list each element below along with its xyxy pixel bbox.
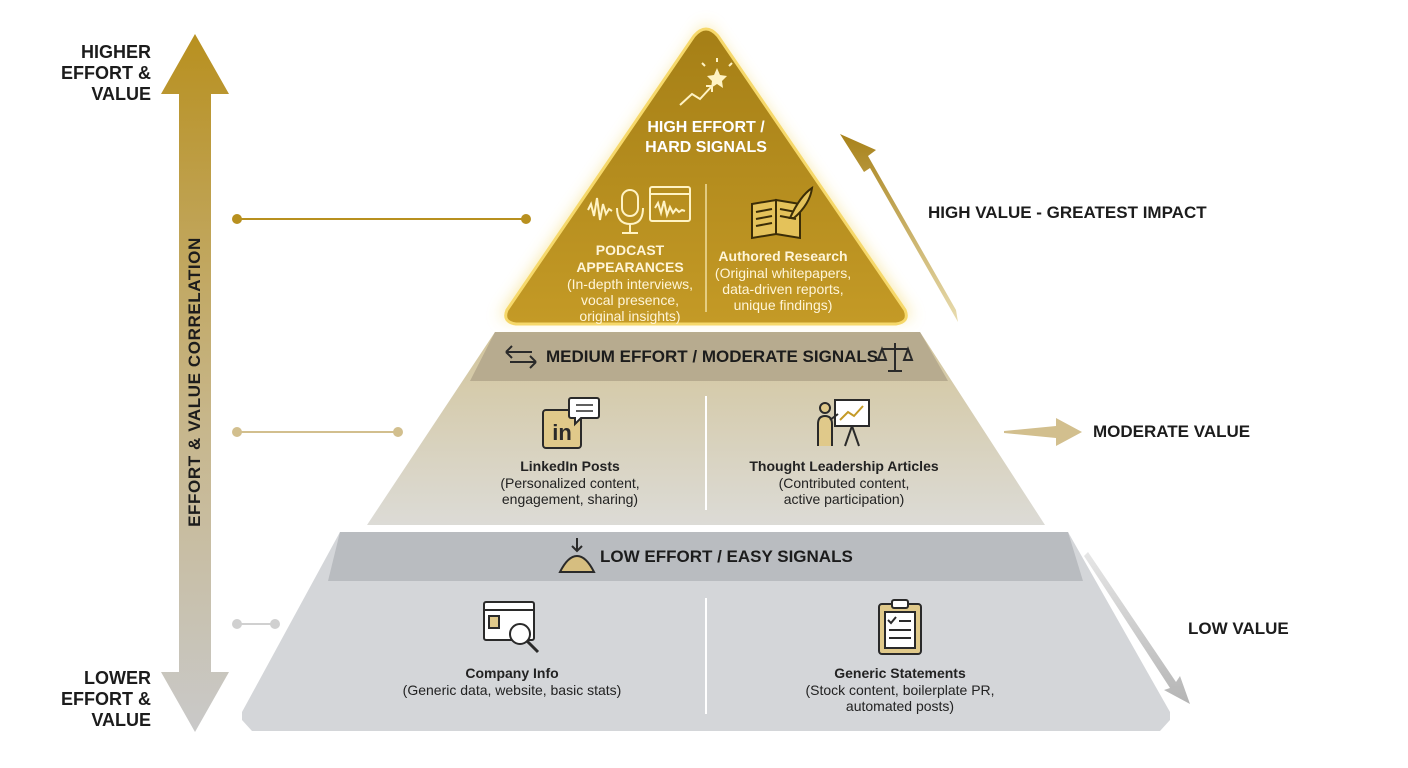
- tier-connector-high: [232, 214, 531, 224]
- thought-leadership-desc-line2: active participation): [783, 491, 905, 507]
- moderate-value-arrow: [1004, 418, 1082, 446]
- axis-title: EFFORT & VALUE CORRELATION: [185, 237, 204, 527]
- medium-tier-title: MEDIUM EFFORT / MODERATE SIGNALS: [546, 347, 879, 366]
- moderate-value-label: MODERATE VALUE: [1093, 422, 1251, 441]
- research-title: Authored Research: [718, 248, 848, 264]
- tier-connector-low: [232, 619, 280, 629]
- rising-star-icon: [679, 58, 733, 106]
- linkedin-desc-line1: (Personalized content,: [500, 475, 640, 491]
- company-info-title: Company Info: [465, 665, 559, 681]
- generic-statements-desc-line1: (Stock content, boilerplate PR,: [805, 682, 995, 698]
- high-tier-title-line1: HIGH EFFORT /: [647, 119, 765, 136]
- podcast-desc-line1: (In-depth interviews,: [566, 276, 694, 292]
- research-desc-line2: data-driven reports,: [722, 281, 844, 297]
- linkedin-desc-line2: engagement, sharing): [501, 491, 639, 507]
- low-tier-shape: [242, 532, 1170, 731]
- effort-axis-arrow: [161, 34, 229, 732]
- clipboard-checklist-icon: [878, 599, 922, 655]
- higher-label-line2: EFFORT &: [61, 63, 151, 83]
- linkedin-title: LinkedIn Posts: [520, 458, 620, 474]
- tier-connector-medium: [232, 427, 403, 437]
- generic-statements-desc-line2: automated posts): [845, 698, 955, 714]
- low-value-arrow: [1084, 552, 1190, 704]
- thought-leadership-item: Thought Leadership Articles (Contributed…: [734, 458, 954, 507]
- research-desc-line1: (Original whitepapers,: [714, 265, 852, 281]
- higher-label-line3: VALUE: [91, 84, 151, 104]
- high-tier-title-line2: HARD SIGNALS: [645, 139, 767, 156]
- podcast-title-line2: APPEARANCES: [576, 259, 684, 275]
- presenter-board-icon: [817, 399, 870, 447]
- authored-research-item: Authored Research (Original whitepapers,…: [708, 248, 858, 313]
- high-tier-title: HIGH EFFORT / HARD SIGNALS: [606, 118, 806, 158]
- linkedin-posts-item: LinkedIn Posts (Personalized content, en…: [470, 458, 670, 507]
- lower-label-line2: EFFORT &: [61, 689, 151, 709]
- podcast-microphone-icon: [587, 186, 691, 234]
- low-value-label: LOW VALUE: [1188, 619, 1289, 638]
- generic-statements-title: Generic Statements: [834, 665, 966, 681]
- linkedin-chat-icon: in: [542, 397, 600, 449]
- lower-label-line1: LOWER: [84, 668, 151, 688]
- podcast-appearances-item: PODCAST APPEARANCES (In-depth interviews…: [560, 242, 700, 324]
- thought-leadership-desc-line1: (Contributed content,: [778, 475, 910, 491]
- sand-pile-arrow-icon: [558, 538, 596, 573]
- balance-scale-icon: [876, 343, 914, 372]
- podcast-desc-line2: vocal presence,: [580, 292, 680, 308]
- exchange-arrows-icon: [505, 345, 537, 369]
- high-value-label: HIGH VALUE - GREATEST IMPACT: [928, 203, 1207, 222]
- higher-label-line1: HIGHER: [80, 42, 151, 62]
- lower-label-line3: VALUE: [91, 710, 151, 730]
- podcast-desc-line3: original insights): [579, 308, 681, 324]
- generic-statements-item: Generic Statements (Stock content, boile…: [790, 665, 1010, 714]
- company-info-item: Company Info (Generic data, website, bas…: [392, 665, 632, 698]
- browser-search-icon: [483, 601, 540, 654]
- company-info-desc: (Generic data, website, basic stats): [402, 682, 622, 698]
- research-desc-line3: unique findings): [733, 297, 833, 313]
- medium-tier-shape: [367, 332, 1045, 525]
- svg-text:in: in: [552, 420, 572, 445]
- low-tier-title: LOW EFFORT / EASY SIGNALS: [600, 547, 853, 566]
- higher-effort-label: HIGHER EFFORT & VALUE: [40, 42, 151, 105]
- thought-leadership-title: Thought Leadership Articles: [749, 458, 939, 474]
- book-quill-icon: [751, 185, 814, 240]
- high-tier-shape: [500, 24, 912, 326]
- lower-effort-label: LOWER EFFORT & VALUE: [40, 668, 151, 731]
- podcast-title-line1: PODCAST: [595, 242, 665, 258]
